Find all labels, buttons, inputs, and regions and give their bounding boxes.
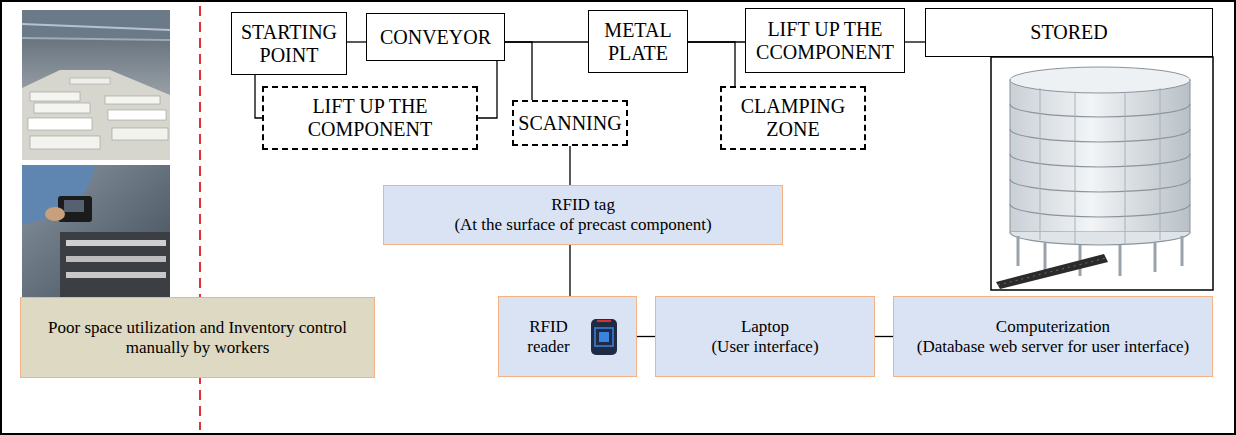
connector bbox=[255, 75, 262, 118]
component-row bbox=[66, 240, 166, 246]
ceiling-light bbox=[22, 10, 170, 38]
tower-post bbox=[1040, 88, 1041, 240]
text-group: RFID reader bbox=[518, 317, 580, 356]
connector bbox=[688, 42, 735, 86]
conveyor-rollers bbox=[998, 258, 1106, 285]
node-label: CONVEYOR bbox=[380, 26, 491, 49]
scanner-screen bbox=[64, 200, 84, 212]
floor-ring bbox=[1010, 104, 1190, 117]
node-note: (Database web server for user interface) bbox=[917, 337, 1189, 357]
substep-box: LIFT UP THE COMPONENT bbox=[262, 86, 478, 150]
node-note: (At the surface of precast component) bbox=[454, 215, 711, 235]
node-label: SCANNING bbox=[518, 112, 621, 135]
node-label: LIFT UP THE COMPONENT bbox=[270, 95, 470, 141]
substep-box: CLAMPING ZONE bbox=[720, 86, 866, 150]
tower-roof bbox=[1010, 67, 1190, 93]
stacked-component bbox=[70, 78, 110, 84]
tower-leg bbox=[1119, 245, 1122, 276]
tower-leg bbox=[1181, 236, 1184, 266]
problem-box: Poor space utilization and Inventory con… bbox=[20, 297, 375, 378]
node-label: Computerization bbox=[996, 317, 1110, 337]
tower-post bbox=[1125, 92, 1126, 244]
reader-case bbox=[591, 319, 617, 355]
node-label: RFID reader bbox=[518, 317, 580, 356]
node-label: CLAMPING ZONE bbox=[728, 95, 858, 141]
process-box: STARTING POINT bbox=[231, 12, 347, 75]
connector bbox=[569, 245, 570, 296]
stacked-component bbox=[112, 128, 168, 140]
stacked-component bbox=[28, 118, 92, 130]
reader-chip bbox=[599, 332, 609, 342]
conveyor-belt bbox=[996, 254, 1108, 289]
system-box: Computerization(Database web server for … bbox=[893, 296, 1213, 377]
stacked-component bbox=[34, 103, 90, 113]
stacked-component bbox=[108, 110, 166, 120]
connector bbox=[637, 336, 655, 337]
connector bbox=[478, 61, 497, 118]
node-label: LIFT UP THE CCOMPONENT bbox=[752, 18, 898, 64]
node-label: RFID tag bbox=[551, 195, 615, 215]
floor-ring bbox=[1010, 232, 1190, 245]
reader-led bbox=[597, 320, 611, 322]
stacked-component bbox=[105, 96, 160, 104]
photo-ground bbox=[22, 165, 170, 297]
storage-tower bbox=[991, 57, 1213, 290]
component-row bbox=[66, 256, 166, 262]
floor bbox=[22, 70, 170, 160]
substep-box: SCANNING bbox=[512, 100, 628, 146]
floor-ring bbox=[1010, 204, 1190, 217]
shelf bbox=[60, 232, 170, 297]
connector bbox=[505, 42, 532, 100]
worker-photo bbox=[22, 165, 170, 297]
component-row bbox=[66, 272, 166, 278]
connector bbox=[875, 336, 893, 337]
roof-beam bbox=[22, 38, 170, 40]
reader-antenna bbox=[595, 328, 613, 346]
system-box: Laptop(User interface) bbox=[655, 296, 875, 377]
connector bbox=[569, 146, 570, 185]
floor-ring bbox=[1010, 179, 1190, 192]
stacked-component bbox=[30, 92, 80, 101]
process-box: STORED bbox=[925, 8, 1213, 57]
connector bbox=[905, 41, 925, 42]
process-box: METAL PLATE bbox=[588, 10, 688, 73]
worker-body bbox=[22, 165, 95, 225]
tower-post bbox=[1075, 92, 1076, 244]
floor-ring bbox=[1010, 129, 1190, 142]
node-label: STARTING POINT bbox=[238, 21, 340, 67]
system-box: RFID tag(At the surface of precast compo… bbox=[383, 185, 783, 245]
worker-hand bbox=[45, 207, 65, 221]
roof-beam bbox=[22, 24, 170, 30]
process-box: LIFT UP THE CCOMPONENT bbox=[745, 8, 905, 73]
node-label: Laptop bbox=[741, 317, 789, 337]
connector bbox=[347, 41, 366, 42]
warehouse-photo bbox=[22, 10, 170, 160]
tower-body bbox=[1010, 80, 1190, 232]
tower-leg bbox=[1017, 236, 1020, 266]
system-box: RFID reader bbox=[498, 296, 637, 377]
node-label: METAL PLATE bbox=[595, 19, 681, 65]
tower-post bbox=[1160, 88, 1161, 240]
floor-ring bbox=[1010, 154, 1190, 167]
node-note: (User interface) bbox=[711, 337, 818, 357]
stacked-component bbox=[30, 136, 100, 149]
rfid-reader-icon bbox=[590, 318, 618, 356]
node-label: Poor space utilization and Inventory con… bbox=[27, 318, 368, 357]
tower-leg bbox=[1154, 242, 1157, 272]
tower-leg bbox=[1044, 242, 1047, 272]
node-label: STORED bbox=[1030, 21, 1107, 44]
photo-ground bbox=[22, 10, 170, 160]
illustration-frame bbox=[991, 57, 1213, 290]
process-box: CONVEYOR bbox=[366, 13, 505, 61]
